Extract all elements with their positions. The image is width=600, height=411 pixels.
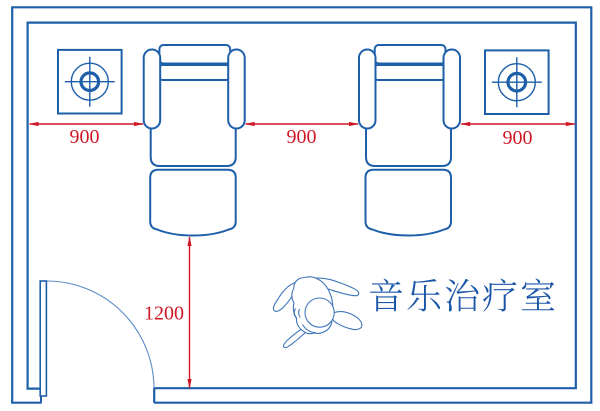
svg-text:1200: 1200 [144, 303, 184, 325]
svg-text:900: 900 [70, 126, 100, 148]
svg-text:900: 900 [503, 127, 533, 149]
svg-text:900: 900 [287, 126, 317, 148]
